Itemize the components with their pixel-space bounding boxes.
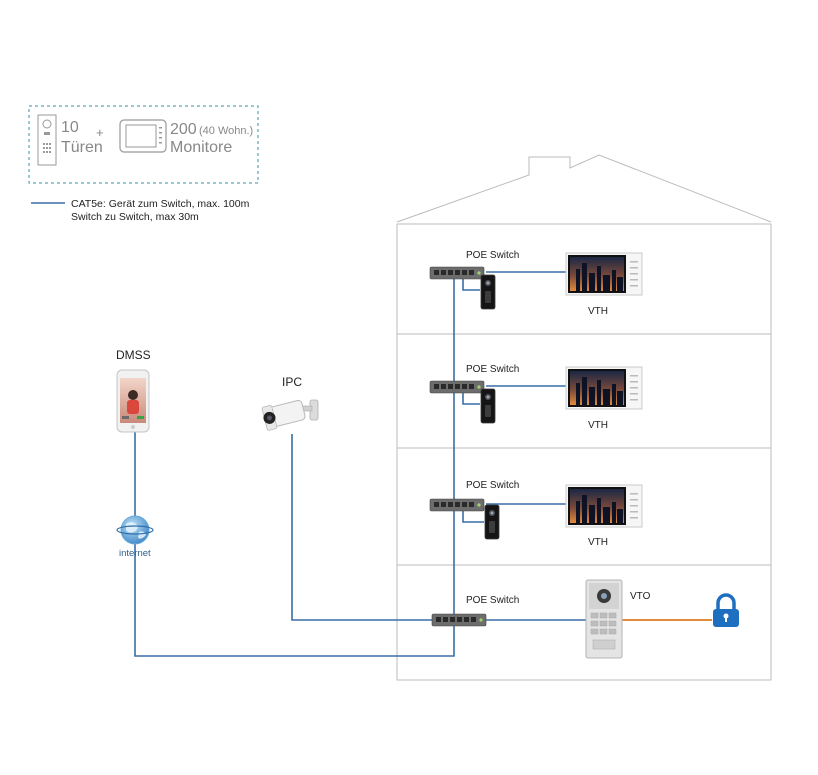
floor4-switch-label: POE Switch: [466, 595, 519, 606]
door-station-icon: [37, 114, 57, 166]
legend: 10 Türen + 200 (40 Wohn.) Monitore CAT5e…: [28, 105, 259, 223]
door-station-floor2: [480, 388, 496, 424]
legend-monitors-count: 200: [170, 121, 197, 138]
building-roof: [396, 154, 772, 223]
legend-plus: +: [96, 125, 104, 140]
floor1-door-cable: [462, 278, 480, 291]
ipc-label: IPC: [282, 375, 302, 389]
floor2-switch-label: POE Switch: [466, 364, 519, 375]
poe-switch-floor3: [429, 498, 485, 512]
legend-doors-count: 10: [61, 119, 79, 136]
floor3-switch-label: POE Switch: [466, 480, 519, 491]
building: [396, 154, 772, 681]
floor-2: POE Switch VTH: [429, 364, 643, 431]
floor3-door-cable: [462, 510, 484, 523]
internet-group: internet: [116, 515, 154, 559]
floor-3: POE Switch VTH: [429, 480, 643, 548]
vth-monitor-floor3: [565, 484, 643, 528]
floor3-vth-label: VTH: [588, 537, 608, 548]
vth-monitor-floor1: [565, 252, 643, 296]
legend-box: [28, 105, 259, 184]
floor1-vth-label: VTH: [588, 306, 608, 317]
ipc-cable: [291, 434, 432, 621]
dmss-label: DMSS: [116, 348, 151, 362]
dmss-group: DMSS: [116, 348, 151, 433]
dmss-cable: [134, 432, 455, 657]
legend-cable-line1: CAT5e: Gerät zum Switch, max. 100m: [71, 198, 250, 210]
smartphone-icon: [116, 369, 150, 433]
ipc-group: IPC: [261, 375, 319, 431]
floor-4: POE Switch VTO: [431, 579, 739, 659]
door-station-floor3: [484, 504, 500, 540]
poe-switch-floor2: [429, 380, 485, 394]
globe-icon: [116, 515, 154, 545]
poe-switch-floor4: [431, 613, 487, 627]
floor2-vth-label: VTH: [588, 420, 608, 431]
bullet-camera-icon: [261, 399, 319, 431]
vto-label: VTO: [630, 591, 651, 602]
floor-1: POE Switch VTH: [429, 250, 643, 317]
legend-monitors-note: (40 Wohn.): [199, 125, 253, 137]
lock-icon: [713, 593, 739, 627]
floor2-door-cable: [462, 392, 480, 405]
vth-monitor-floor2: [565, 366, 643, 410]
legend-cable-line2: Switch zu Switch, max 30m: [71, 211, 199, 223]
internet-label: internet: [119, 548, 151, 559]
building-walls: [396, 224, 772, 681]
monitor-icon: [119, 119, 167, 153]
poe-switch-floor1: [429, 266, 485, 280]
floor1-switch-label: POE Switch: [466, 250, 519, 261]
legend-monitors-label: Monitore: [170, 139, 232, 156]
door-station-floor1: [480, 274, 496, 310]
legend-doors-label: Türen: [61, 139, 103, 156]
vto-outdoor-station: [585, 579, 623, 659]
